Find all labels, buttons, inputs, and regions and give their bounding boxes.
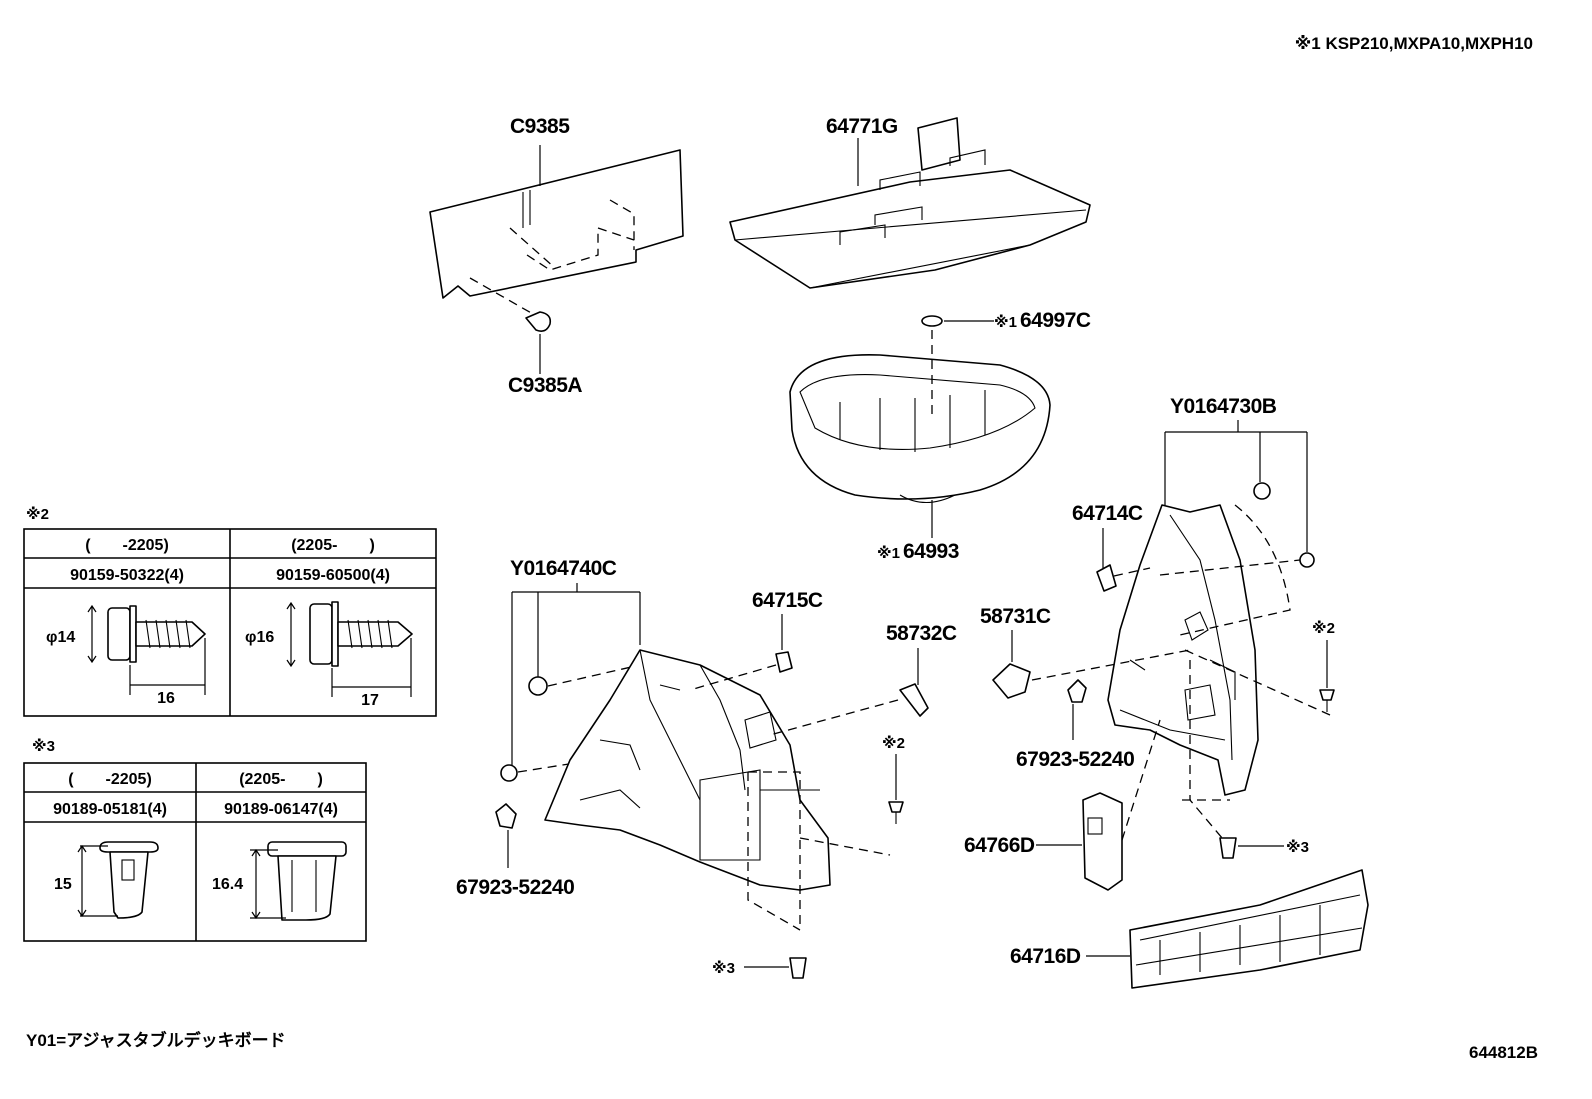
- table3-col2-part: 90189-06147(4): [224, 801, 338, 818]
- table3-clip-1: [77, 841, 159, 919]
- left-clip-3: [789, 957, 807, 979]
- table3-col2-range: (2205- ): [239, 771, 323, 788]
- 64771g-deck-board: [729, 117, 1091, 289]
- table2-col1-dia: φ14: [46, 629, 75, 646]
- 67923-right-clip: [1067, 679, 1087, 703]
- table3-col1-part: 90189-05181(4): [53, 801, 167, 818]
- table3-clip-2: [250, 841, 347, 921]
- label-c9385: C9385: [510, 115, 570, 138]
- label-58731c: 58731C: [980, 605, 1051, 628]
- right-quarter-trim-panel: [1107, 504, 1259, 796]
- 64766d-lid: [1082, 792, 1123, 891]
- table2-screw-2: [286, 601, 413, 697]
- 64993-tray: [789, 354, 1051, 504]
- 64715c-clip: [775, 651, 793, 673]
- mark3-left: ※3: [712, 959, 735, 977]
- left-quarter-trim-panel: [544, 649, 831, 891]
- right-screw-2: [1319, 689, 1335, 712]
- table2-col1-len: 16: [157, 690, 175, 707]
- label-64771g: 64771G: [826, 115, 898, 138]
- table3: [23, 762, 367, 942]
- 67923-left-clip: [495, 803, 517, 829]
- label-67923-right: 67923-52240: [1016, 748, 1134, 771]
- c9385-panel: [429, 149, 684, 319]
- 64716d-scuff-plate: [1129, 869, 1369, 989]
- mark2-right: ※2: [1312, 619, 1335, 637]
- label-64993: 64993: [903, 540, 959, 563]
- table2: [23, 528, 437, 717]
- table3-title: ※3: [32, 737, 55, 755]
- table2-col2-len: 17: [361, 692, 379, 709]
- label-64715c: 64715C: [752, 589, 823, 612]
- c9385a-clip: [525, 311, 552, 332]
- header-note: ※1 KSP210,MXPA10,MXPH10: [1295, 34, 1533, 53]
- mark3-right: ※3: [1286, 838, 1309, 856]
- footer-note: Y01=アジャスタブルデッキボード: [26, 1030, 286, 1050]
- 58732c-bracket: [899, 683, 929, 717]
- label-64766d: 64766D: [964, 834, 1035, 857]
- diagram-id: 644812B: [1469, 1043, 1538, 1062]
- table3-col2-len: 16.4: [212, 876, 243, 893]
- table2-col2-part: 90159-60500(4): [276, 567, 390, 584]
- mark1-64993: ※1: [877, 544, 900, 562]
- table2-col1-range: ( -2205): [85, 537, 169, 554]
- table2-title: ※2: [26, 505, 49, 523]
- 58731c-cover: [992, 663, 1031, 699]
- mark2-left: ※2: [882, 734, 905, 752]
- y0164730b-clip-lower: [1299, 552, 1315, 568]
- y0164730b-clip-upper: [1253, 482, 1271, 500]
- label-c9385a: C9385A: [508, 374, 582, 397]
- mark1-64997c: ※1: [994, 313, 1017, 331]
- table2-screw-1: [87, 604, 206, 695]
- 64997c-clip: [921, 315, 943, 327]
- table2-col2-range: (2205- ): [291, 537, 375, 554]
- label-y0164740c: Y0164740C: [510, 557, 617, 580]
- label-67923-left: 67923-52240: [456, 876, 574, 899]
- table2-col2-dia: φ16: [245, 629, 274, 646]
- label-64997c: 64997C: [1020, 309, 1091, 332]
- label-y0164730b: Y0164730B: [1170, 395, 1277, 418]
- right-clip-3: [1219, 837, 1237, 859]
- label-64714c: 64714C: [1072, 502, 1143, 525]
- label-64716d: 64716D: [1010, 945, 1081, 968]
- table2-col1-part: 90159-50322(4): [70, 567, 184, 584]
- label-58732c: 58732C: [886, 622, 957, 645]
- y0164740c-clip-upper: [528, 676, 548, 696]
- left-screw-2: [888, 801, 904, 824]
- table3-col1-len: 15: [54, 876, 72, 893]
- table3-col1-range: ( -2205): [68, 771, 152, 788]
- 64714c-clip: [1096, 564, 1117, 592]
- y0164740c-clip-lower: [500, 764, 518, 782]
